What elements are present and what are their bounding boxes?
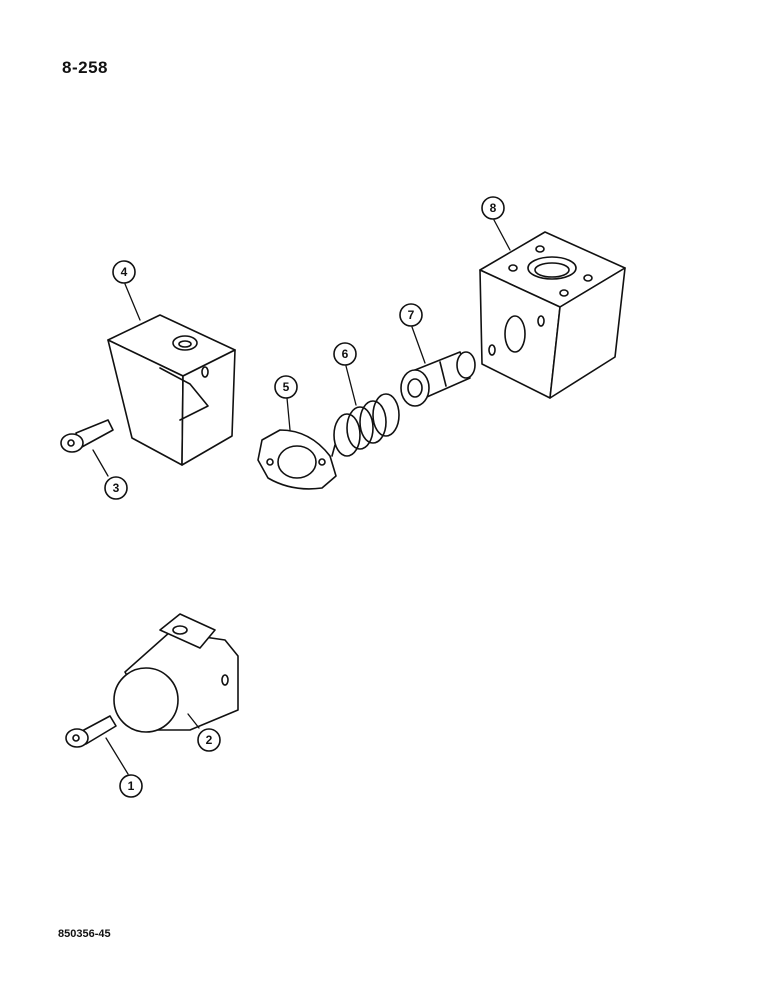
callout-6: 6	[333, 342, 357, 366]
callout-6-label: 6	[342, 347, 349, 361]
callout-4-label: 4	[121, 265, 128, 279]
callout-2-label: 2	[206, 733, 213, 747]
callout-1-label: 1	[128, 779, 135, 793]
spool-part	[400, 351, 476, 407]
spring-part	[331, 393, 400, 457]
bolt-part-lower	[65, 715, 117, 748]
bolt-part-upper	[60, 419, 114, 453]
callout-3-label: 3	[113, 481, 120, 495]
adapter-part	[113, 613, 239, 733]
page-number: 8-258	[62, 58, 108, 77]
callout-3: 3	[104, 476, 128, 500]
callout-5-label: 5	[283, 380, 290, 394]
callout-8: 8	[481, 196, 505, 220]
callout-7-label: 7	[408, 308, 415, 322]
leader-lines	[92, 219, 511, 775]
callout-2: 2	[197, 728, 221, 752]
callout-8-label: 8	[490, 201, 497, 215]
valve-block-part	[479, 231, 626, 399]
gasket-part	[257, 429, 337, 490]
callout-4: 4	[112, 260, 136, 284]
callout-7: 7	[399, 303, 423, 327]
document-code: 850356-45	[58, 928, 111, 940]
end-cap-part	[107, 314, 236, 466]
callout-5: 5	[274, 375, 298, 399]
callout-1: 1	[119, 774, 143, 798]
